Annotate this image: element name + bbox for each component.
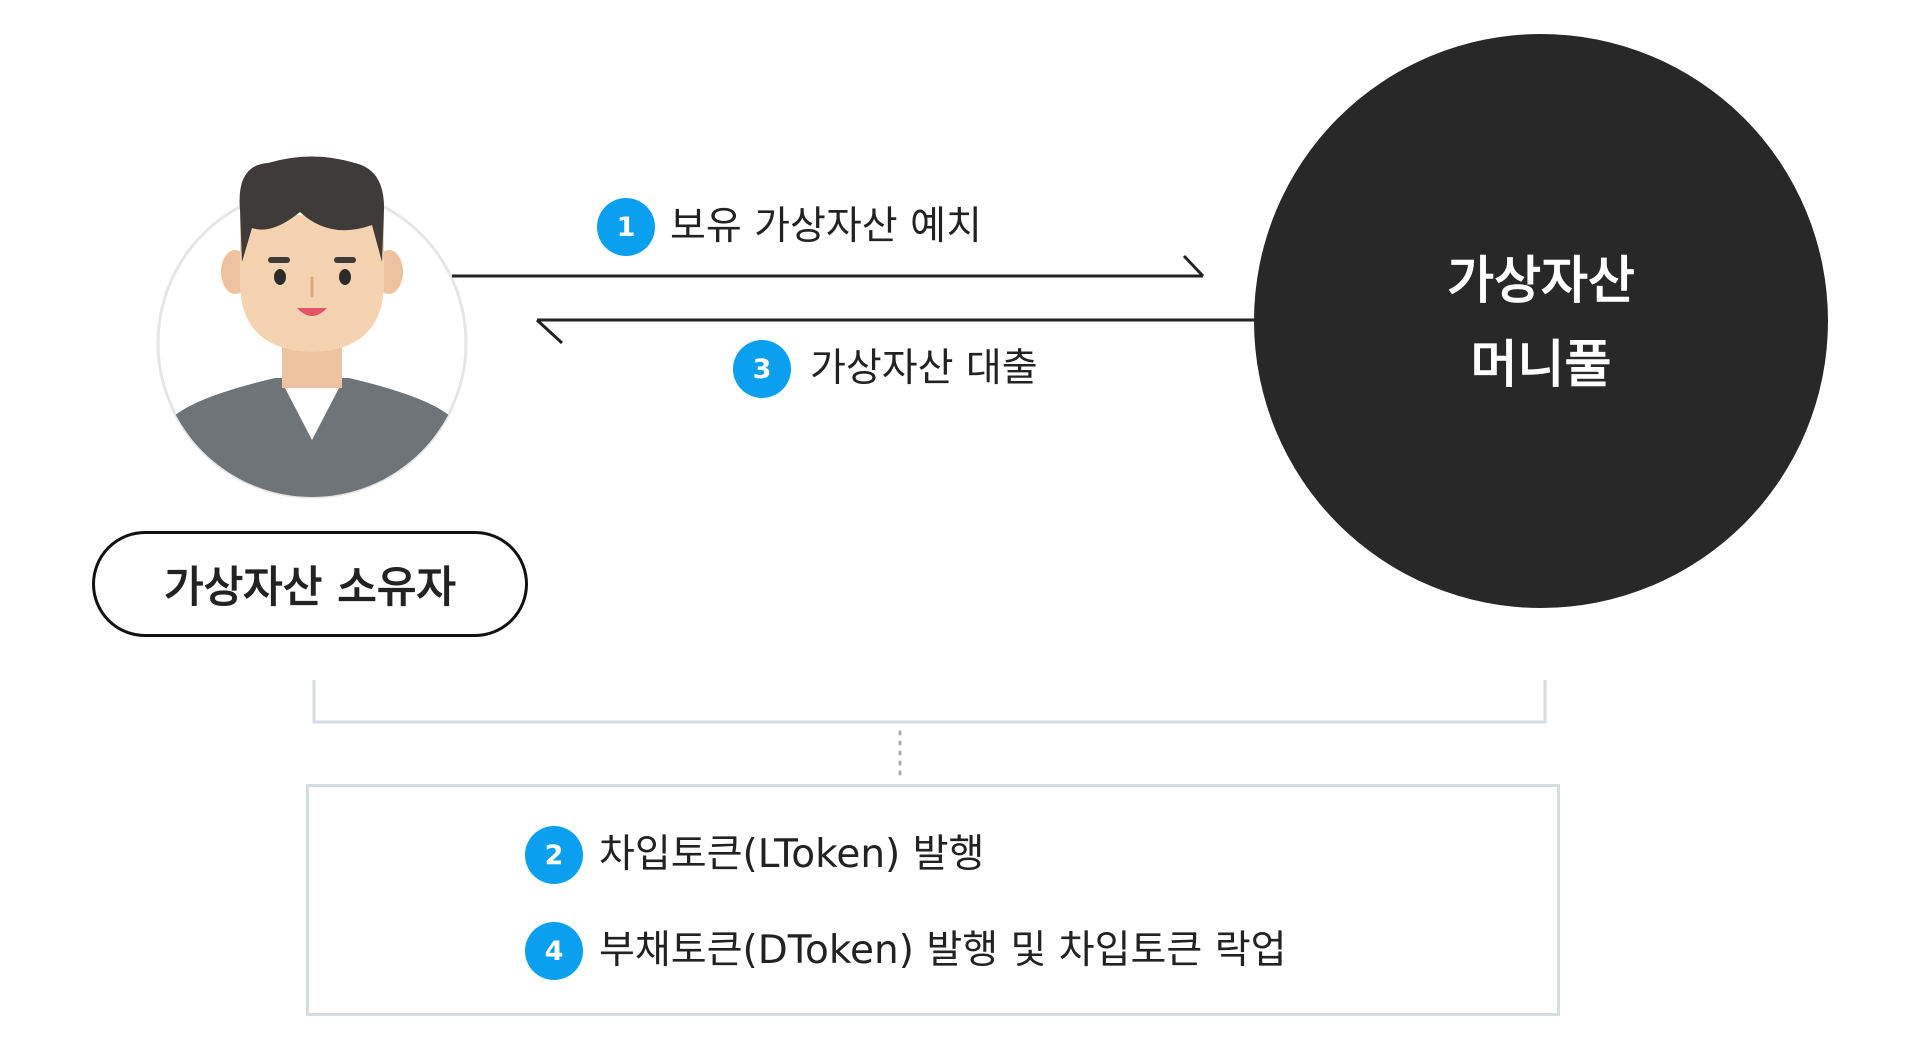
money-pool-line2: 머니풀 [1470,336,1612,395]
owner-label: 가상자산 소유자 [92,531,528,637]
deposit-arrow [452,254,1205,278]
step-badge-2: 2 [525,826,583,884]
step-badge-3: 3 [733,340,791,398]
step-badge-4: 4 [525,922,583,980]
flow-deposit-label: 보유 가상자산 예치 [670,204,982,249]
token-notes-box [306,784,1560,1016]
connector-bracket [312,680,1547,724]
note-ltoken-text: 차입토큰(LToken) 발행 [599,832,985,877]
note-dtoken-text: 부채토큰(DToken) 발행 및 차입토큰 락업 [599,928,1287,973]
flow-loan-label: 가상자산 대출 [810,346,1038,391]
money-pool-circle [1254,34,1828,608]
owner-label-text: 가상자산 소유자 [164,563,456,613]
user-avatar [156,156,468,499]
step-badge-1: 1 [597,198,655,256]
loan-arrow [535,318,1258,345]
money-pool-line1: 가상자산 [1447,252,1635,311]
money-pool-label: 가상자산 머니풀 [1258,240,1824,408]
